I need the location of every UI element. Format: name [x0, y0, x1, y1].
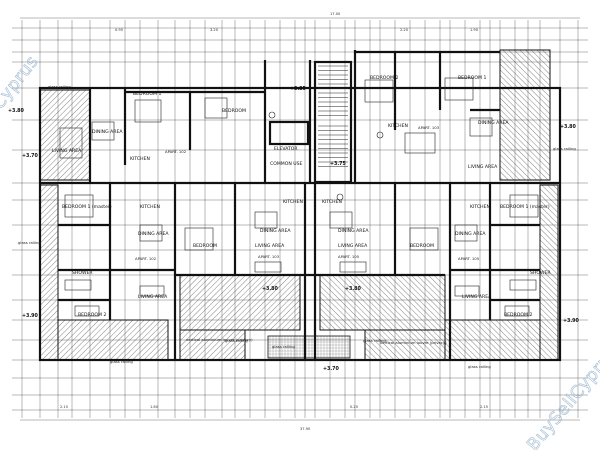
room-label-bedroom-2-left: BEDROOM 2 [78, 312, 106, 318]
svg-text:0.95: 0.95 [115, 28, 123, 32]
terrace-left-side [39, 184, 59, 361]
room-label-bedroom-master-left: BEDROOM 1 (master) [62, 204, 112, 210]
room-label-dining-mid-left: DINING AREA [138, 231, 169, 237]
walls [38, 50, 562, 362]
room-label-apart-mid-c1: APART. 103 [258, 254, 280, 259]
room-label-bedroom-master-right: BEDROOM 1 (master) [500, 204, 550, 210]
note-glass-railing-bl: glass railing [110, 359, 133, 364]
room-label-kitchen-top-right: KITCHEN [388, 123, 408, 129]
level-bc1: +3.80 [262, 286, 279, 292]
terrace-lower-right [364, 329, 446, 361]
note-glass-railing-bmr: glass railing [363, 338, 386, 343]
room-label-apart-mid-c2: APART. 105 [338, 254, 360, 259]
svg-text:0.25: 0.25 [350, 405, 358, 409]
dim-top-total: 17.00 [330, 12, 341, 16]
terrace-bottom-right [444, 319, 541, 361]
note-glass-railing-center: glass railing [272, 344, 295, 349]
level-c1: +3.75 [330, 161, 346, 167]
terrace-bottom-mid-left [179, 274, 301, 331]
glass-canopy [267, 335, 351, 359]
annotations: glass railing glass railing glass railin… [18, 84, 576, 369]
terrace-right-top [499, 49, 551, 181]
room-label-common-use: COMMON USE [270, 161, 303, 167]
terrace-left-top [39, 89, 91, 181]
level-tl: +3.80 [8, 108, 25, 114]
level-markers: +3.80 +3.70 +3.80 +3.75 +3.85 +3.90 +3.9… [8, 86, 580, 372]
room-label-bedroom-2-top: BEDROOM 2 [370, 75, 398, 81]
room-label-living-mid-right: LIVING AREA [462, 294, 492, 300]
room-label-kitchen-top-left: KITCHEN [130, 156, 150, 162]
svg-text:2.20: 2.20 [400, 28, 409, 32]
svg-text:2.15: 2.15 [480, 405, 488, 409]
room-label-living-mid-left: LIVING AREA [138, 294, 168, 300]
stairs [318, 65, 348, 167]
room-label-dining-mid-right: DINING AREA [455, 231, 486, 237]
room-label-apart-mid-left: APART. 102 [135, 256, 157, 261]
level-top: +3.85 [290, 86, 306, 92]
svg-text:3.20: 3.20 [210, 28, 219, 32]
level-bl: +3.90 [22, 313, 39, 319]
svg-text:2.15: 2.15 [60, 405, 68, 409]
terrace-bottom-mid-right [319, 274, 446, 331]
room-label-shower-left: SHOWER [72, 270, 93, 276]
room-label-bedroom-1-left: BEDROOM 1 [133, 91, 161, 97]
note-louvre-left: vertical aluminium louvre (privacy) [186, 337, 253, 342]
room-label-apart-mid-right: APART. 105 [458, 256, 480, 261]
room-label-bedroom-2-right: BEDROOM 2 [504, 312, 532, 318]
room-label-shower-right: SHOWER [530, 270, 551, 276]
room-label-kitchen-mid-c2: KITCHEN [322, 199, 342, 205]
note-glass-railing-mr: glass railing [553, 146, 576, 151]
svg-text:1.60: 1.60 [150, 405, 159, 409]
room-label-bedroom-mid-c2: BEDROOM [410, 243, 434, 249]
note-louvre-right: vertical aluminium louvre (privacy) [380, 340, 447, 345]
level-bc2: +3.80 [345, 286, 362, 292]
note-glass-railing-br: glass railing [468, 364, 491, 369]
room-label-dining-top-left: DINING AREA [92, 129, 123, 135]
level-l: +3.70 [22, 153, 39, 159]
room-label-elevator: ELEVATOR [274, 146, 298, 152]
room-label-living-top-right: LIVING AREA [468, 164, 498, 170]
room-label-dining-mid-c2: DINING AREA [338, 228, 369, 234]
room-label-dining-top-right: DINING AREA [478, 120, 509, 126]
level-bc3: +3.70 [323, 366, 340, 372]
room-label-bedroom-1-top: BEDROOM 1 [458, 75, 486, 81]
dim-bottom-total: 37.90 [300, 427, 311, 431]
level-br: +3.90 [563, 318, 580, 324]
room-label-living-top-left: LIVING AREA [52, 148, 82, 154]
watermark-left: Cyprus [0, 52, 43, 113]
terrace-bottom-left [57, 319, 169, 361]
room-label-bedroom-left-top: BEDROOM [222, 108, 246, 114]
room-label-kitchen-mid-left: KITCHEN [140, 204, 160, 210]
room-label-bedroom-mid-c1: BEDROOM [193, 243, 217, 249]
dimensions: 17.00 37.90 0.95 3.20 2.20 1.90 2.15 1.6… [20, 12, 580, 431]
svg-text:1.90: 1.90 [470, 28, 479, 32]
furniture [59, 77, 539, 317]
room-label-dining-mid-c1: DINING AREA [260, 228, 291, 234]
terrace-lower-left [179, 329, 246, 361]
room-labels: BEDROOM 1 BEDROOM BEDROOM 2 BEDROOM 1 KI… [52, 75, 551, 318]
room-label-living-mid-c2: LIVING AREA [338, 243, 368, 249]
terraces [39, 49, 559, 361]
room-label-kitchen-mid-c1: KITCHEN [283, 199, 303, 205]
note-glass-railing-ml: glass railing [18, 240, 41, 245]
note-glass-railing-bml: glass railing [225, 338, 248, 343]
room-label-kitchen-mid-right: KITCHEN [470, 204, 490, 210]
level-tr: +3.80 [560, 124, 577, 130]
note-glass-railing-tl: glass railing [48, 84, 71, 89]
room-label-living-mid-c1: LIVING AREA [255, 243, 285, 249]
room-label-apart-top-left: APART. 102 [165, 149, 187, 154]
room-label-apart-top-right: APART. 103 [418, 125, 440, 130]
